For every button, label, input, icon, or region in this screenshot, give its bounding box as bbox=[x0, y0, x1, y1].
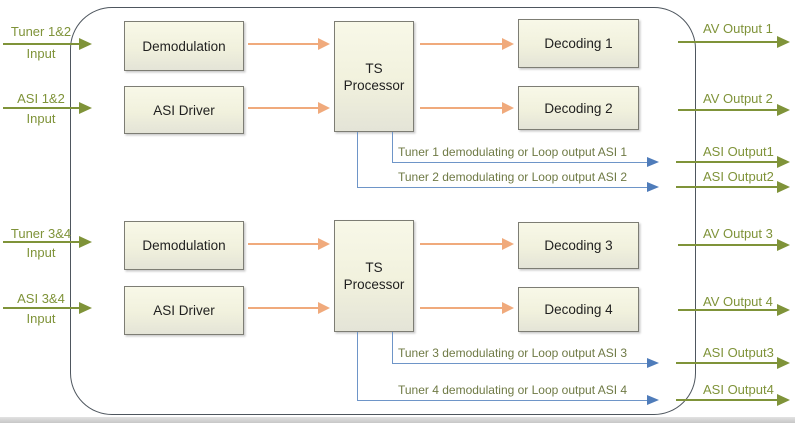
arrow-shaft bbox=[3, 106, 85, 109]
arrow-head bbox=[777, 304, 790, 316]
block-decoding-2: Decoding 2 bbox=[518, 86, 639, 130]
connector-loop-asi4 bbox=[357, 332, 651, 401]
arrow-head-loop-asi4 bbox=[647, 395, 659, 405]
arrow-shaft bbox=[676, 398, 783, 401]
label-av-output-2: AV Output 2 bbox=[703, 91, 773, 106]
block-demodulation-2: Demodulation bbox=[124, 221, 244, 270]
arrow-head-loop-asi2 bbox=[647, 182, 659, 192]
arrow-shaft bbox=[3, 240, 85, 243]
input-label-asi34: ASI 3&4 bbox=[17, 291, 65, 306]
arrow-shaft bbox=[3, 306, 85, 309]
arrow-head bbox=[502, 38, 514, 50]
arrow-head bbox=[79, 38, 92, 50]
bottom-edge-strip bbox=[0, 417, 795, 423]
label-asi-output-3: ASI Output3 bbox=[703, 345, 774, 360]
arrow-head bbox=[502, 102, 514, 114]
arrow-head bbox=[777, 181, 790, 193]
arrow-head bbox=[79, 302, 92, 314]
arrow-head bbox=[777, 357, 790, 369]
arrow-shaft bbox=[420, 107, 507, 109]
input-label-tuner12-input: Input bbox=[26, 46, 56, 61]
arrow-shaft bbox=[248, 107, 323, 109]
arrow-head bbox=[79, 102, 92, 114]
input-label-tuner12: Tuner 1&2 bbox=[10, 24, 72, 39]
arrow-shaft bbox=[248, 243, 323, 245]
connector-loop-asi2 bbox=[357, 132, 651, 188]
block-ts-processor-2: TS Processor bbox=[334, 220, 414, 332]
arrow-head bbox=[777, 394, 790, 406]
arrow-shaft bbox=[678, 243, 783, 246]
block-asi-driver-1: ASI Driver bbox=[124, 86, 244, 134]
block-ts-processor-1: TS Processor bbox=[334, 21, 414, 132]
input-label-tuner34-input: Input bbox=[26, 245, 56, 260]
arrow-head bbox=[777, 239, 790, 251]
input-label-tuner34: Tuner 3&4 bbox=[10, 226, 72, 241]
arrow-head bbox=[502, 302, 514, 314]
arrow-shaft bbox=[420, 307, 507, 309]
arrow-shaft bbox=[676, 185, 783, 188]
arrow-head bbox=[502, 238, 514, 250]
connector-loop-asi1 bbox=[392, 132, 651, 163]
arrow-head bbox=[777, 104, 790, 116]
arrow-shaft bbox=[420, 43, 507, 45]
arrow-shaft bbox=[248, 307, 323, 309]
arrow-shaft bbox=[420, 243, 507, 245]
input-label-asi12-input: Input bbox=[26, 111, 56, 126]
label-asi-output-2: ASI Output2 bbox=[703, 169, 774, 184]
label-asi-output-4: ASI Output4 bbox=[703, 382, 774, 397]
block-decoding-1: Decoding 1 bbox=[518, 19, 639, 68]
block-decoding-4: Decoding 4 bbox=[518, 287, 639, 332]
arrow-shaft bbox=[678, 108, 783, 111]
input-label-asi34-input: Input bbox=[26, 311, 56, 326]
arrow-head bbox=[318, 102, 330, 114]
connector-loop-asi3 bbox=[392, 332, 651, 364]
arrow-shaft bbox=[676, 361, 783, 364]
block-demodulation-1: Demodulation bbox=[124, 21, 244, 71]
arrow-shaft bbox=[3, 42, 85, 45]
label-loop-asi1: Tuner 1 demodulating or Loop output ASI … bbox=[398, 145, 628, 159]
arrow-shaft bbox=[676, 160, 783, 163]
label-av-output-1: AV Output 1 bbox=[703, 21, 773, 36]
input-label-asi12: ASI 1&2 bbox=[17, 91, 65, 106]
arrow-head-loop-asi3 bbox=[647, 358, 659, 368]
arrow-shaft bbox=[678, 40, 783, 43]
label-asi-output-1: ASI Output1 bbox=[703, 144, 774, 159]
arrow-head bbox=[318, 38, 330, 50]
arrow-head bbox=[777, 156, 790, 168]
label-loop-asi3: Tuner 3 demodulating or Loop output ASI … bbox=[398, 346, 628, 360]
label-loop-asi2: Tuner 2 demodulating or Loop output ASI … bbox=[398, 170, 628, 184]
arrow-head bbox=[318, 302, 330, 314]
label-av-output-4: AV Output 4 bbox=[703, 294, 773, 309]
arrow-shaft bbox=[678, 308, 783, 311]
block-decoding-3: Decoding 3 bbox=[518, 222, 639, 269]
arrow-head bbox=[777, 36, 790, 48]
label-av-output-3: AV Output 3 bbox=[703, 226, 773, 241]
block-asi-driver-2: ASI Driver bbox=[124, 286, 244, 335]
arrow-shaft bbox=[248, 43, 323, 45]
label-loop-asi4: Tuner 4 demodulating or Loop output ASI … bbox=[398, 383, 628, 397]
arrow-head bbox=[318, 238, 330, 250]
arrow-head-loop-asi1 bbox=[647, 157, 659, 167]
arrow-head bbox=[79, 236, 92, 248]
